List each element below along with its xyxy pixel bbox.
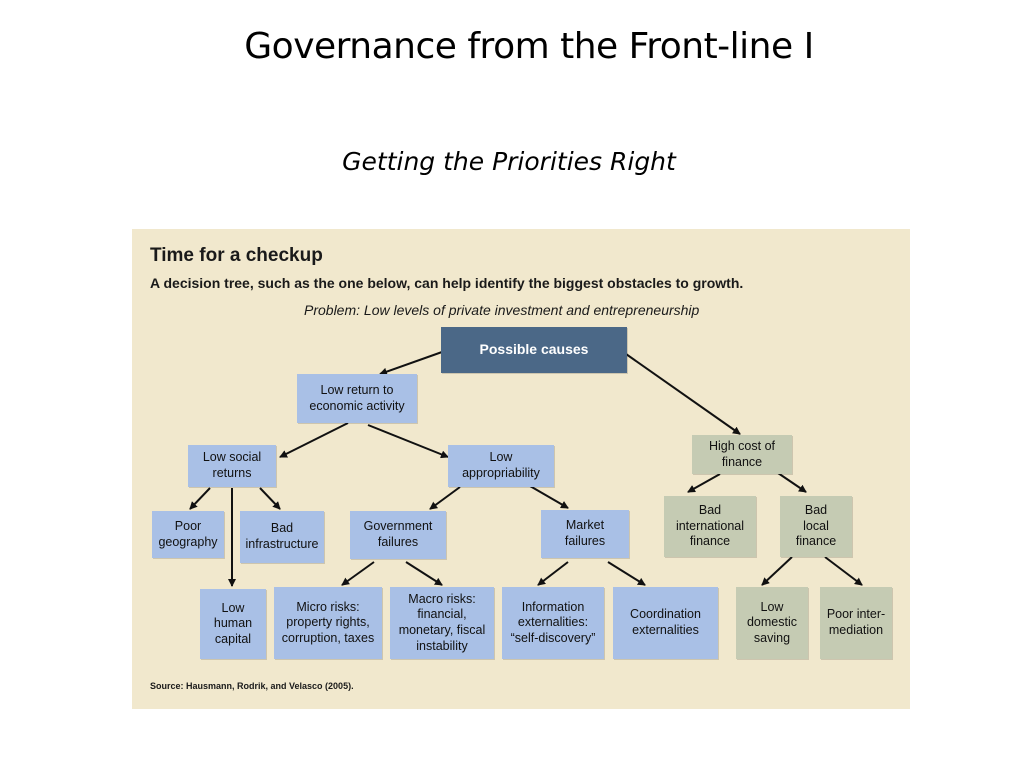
- edge-social-infra: [259, 487, 281, 510]
- edge-highcost-intl: [687, 473, 721, 493]
- edge-gov-micro: [341, 561, 375, 586]
- edge-local-intermed: [824, 556, 863, 586]
- tree-edges: [189, 351, 863, 587]
- slide-title: Governance from the Front-line I: [244, 26, 814, 67]
- panel-title: Time for a checkup: [150, 245, 323, 266]
- node-low-return: Low return to economic activity: [297, 374, 417, 423]
- node-market-failures: Market failures: [541, 510, 629, 558]
- edge-approp-market: [529, 485, 569, 509]
- node-poor-geography: Poor geography: [152, 511, 224, 558]
- node-bad-infrastructure: Bad infrastructure: [240, 511, 324, 563]
- node-low-domestic-saving: Low domestic saving: [736, 587, 808, 659]
- node-high-cost-finance: High cost of finance: [692, 435, 792, 474]
- slide-subtitle: Getting the Priorities Right: [342, 147, 676, 176]
- panel-description: A decision tree, such as the one below, …: [150, 275, 744, 291]
- edge-root-highcost: [625, 353, 741, 435]
- edge-highcost-local: [777, 472, 807, 493]
- edge-lowreturn-social: [279, 422, 349, 458]
- edge-lowreturn-approp: [367, 424, 449, 459]
- source-note: Source: Hausmann, Rodrik, and Velasco (2…: [150, 681, 354, 691]
- edge-approp-gov: [429, 486, 461, 510]
- node-low-appropriability: Low appropriability: [448, 445, 554, 487]
- edge-market-info: [537, 561, 569, 586]
- panel-problem: Problem: Low levels of private investmen…: [304, 302, 700, 318]
- node-low-social-returns: Low social returns: [188, 445, 276, 487]
- node-macro-risks: Macro risks: financial, monetary, fiscal…: [390, 587, 494, 659]
- node-coordination-externalities: Coordination externalities: [613, 587, 718, 659]
- node-bad-international-finance: Bad international finance: [664, 496, 756, 557]
- edge-market-coord: [607, 561, 646, 586]
- edge-local-saving: [761, 556, 793, 586]
- node-information-externalities: Information externalities: “self-discove…: [502, 587, 604, 659]
- node-government-failures: Government failures: [350, 511, 446, 559]
- edge-root-lowreturn: [379, 351, 443, 376]
- node-possible-causes: Possible causes: [441, 327, 627, 373]
- node-poor-intermediation: Poor inter- mediation: [820, 587, 892, 659]
- edge-gov-macro: [405, 561, 443, 586]
- edge-social-geo: [189, 487, 211, 510]
- node-bad-local-finance: Bad local finance: [780, 496, 852, 557]
- decision-tree-panel: Time for a checkup A decision tree, such…: [132, 229, 910, 709]
- node-low-human-capital: Low human capital: [200, 589, 266, 659]
- node-micro-risks: Micro risks: property rights, corruption…: [274, 587, 382, 659]
